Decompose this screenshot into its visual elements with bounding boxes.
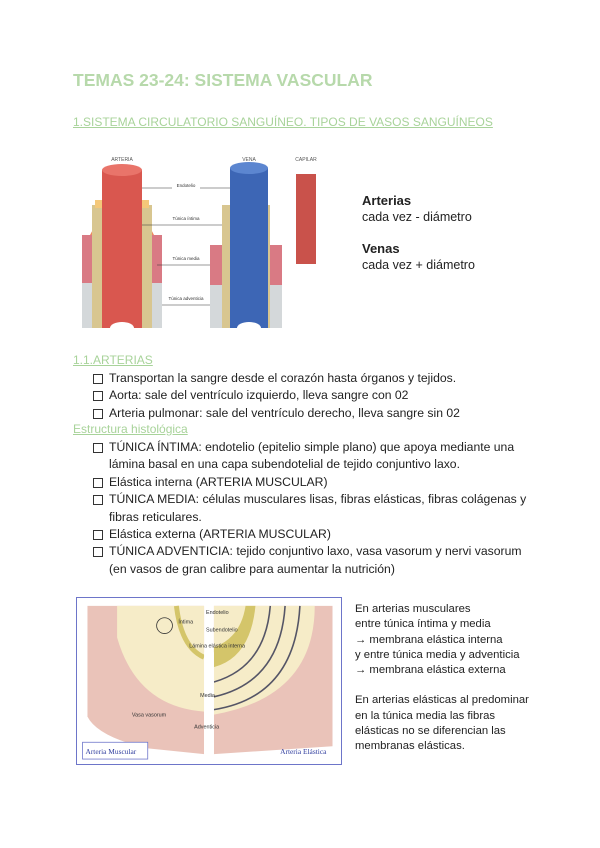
checkbox-icon[interactable] bbox=[93, 443, 103, 453]
label-arteria: ARTERIA bbox=[111, 157, 133, 163]
arterias-title: Arterias bbox=[362, 193, 412, 208]
vessel-types-illustration: ARTERIA VENA CAPILAR Endotelio Túnica ín… bbox=[82, 157, 317, 328]
label-lamina-elastica: Lámina elástica interna bbox=[189, 643, 246, 649]
label-arteria-elastica: Arteria Elástica bbox=[280, 747, 327, 756]
label-endotelio: Endotelio bbox=[177, 183, 196, 188]
vein-lumen-wall bbox=[230, 168, 268, 328]
label-endotelio: Endotelio bbox=[206, 610, 229, 616]
checkbox-icon[interactable] bbox=[93, 408, 103, 419]
label-capilar: CAPILAR bbox=[295, 157, 317, 163]
artery-lumen-wall bbox=[102, 170, 142, 328]
checkbox-icon[interactable] bbox=[93, 374, 103, 384]
artery-wall-illustration: Endotelio Íntima Subendotelio Lámina elá… bbox=[76, 597, 342, 765]
list-item: Elástica externa (ARTERIA MUSCULAR) bbox=[93, 526, 533, 543]
label-intima: Íntima bbox=[178, 619, 194, 626]
arterias-list: Transportan la sangre desde el corazón h… bbox=[93, 370, 533, 422]
label-vena: VENA bbox=[242, 157, 256, 163]
label-subendotelio: Subendotelio bbox=[206, 628, 238, 634]
section-heading-arterias[interactable]: 1.1.ARTERIAS bbox=[73, 353, 153, 367]
list-item: Arteria pulmonar: sale del ventrículo de… bbox=[93, 405, 533, 422]
capillary bbox=[296, 174, 316, 264]
checkbox-icon[interactable] bbox=[93, 391, 103, 402]
vessel-diameter-notes: Arterias cada vez - diámetro Venas cada … bbox=[362, 193, 475, 273]
label-tunica-adventicia: Túnica adventicia bbox=[168, 296, 204, 301]
label-tunica-media: Túnica media bbox=[172, 256, 200, 261]
list-item: Elástica interna (ARTERIA MUSCULAR) bbox=[93, 474, 533, 491]
checkbox-icon[interactable] bbox=[93, 530, 103, 541]
estructura-list: TÚNICA ÍNTIMA: endotelio (epitelio simpl… bbox=[93, 439, 533, 578]
label-arteria-muscular: Arteria Muscular bbox=[85, 747, 136, 756]
arterias-text: cada vez - diámetro bbox=[362, 210, 472, 224]
list-item: Transportan la sangre desde el corazón h… bbox=[93, 370, 533, 387]
checkbox-icon[interactable] bbox=[93, 547, 103, 558]
list-item: TÚNICA ÍNTIMA: endotelio (epitelio simpl… bbox=[93, 439, 533, 474]
venas-text: cada vez + diámetro bbox=[362, 258, 475, 272]
checkbox-icon[interactable] bbox=[93, 495, 103, 506]
list-item: Aorta: sale del ventrículo izquierdo, ll… bbox=[93, 387, 533, 404]
checkbox-icon[interactable] bbox=[93, 477, 103, 488]
section-heading-estructura[interactable]: Estructura histológica bbox=[73, 422, 188, 436]
label-tunica-intima: Túnica íntima bbox=[172, 216, 200, 221]
label-adventicia: Adventicia bbox=[194, 724, 220, 730]
label-media: Media bbox=[200, 693, 216, 699]
page-title: TEMAS 23-24: SISTEMA VASCULAR bbox=[73, 70, 373, 90]
venas-title: Venas bbox=[362, 241, 400, 256]
label-vasa-vasorum: Vasa vasorum bbox=[132, 713, 167, 719]
section-heading-1[interactable]: 1.SISTEMA CIRCULATORIO SANGUÍNEO. TIPOS … bbox=[73, 115, 493, 129]
list-item: TÚNICA ADVENTICIA: tejido conjuntivo lax… bbox=[93, 543, 533, 578]
list-item: TÚNICA MEDIA: células musculares lisas, … bbox=[93, 491, 533, 526]
